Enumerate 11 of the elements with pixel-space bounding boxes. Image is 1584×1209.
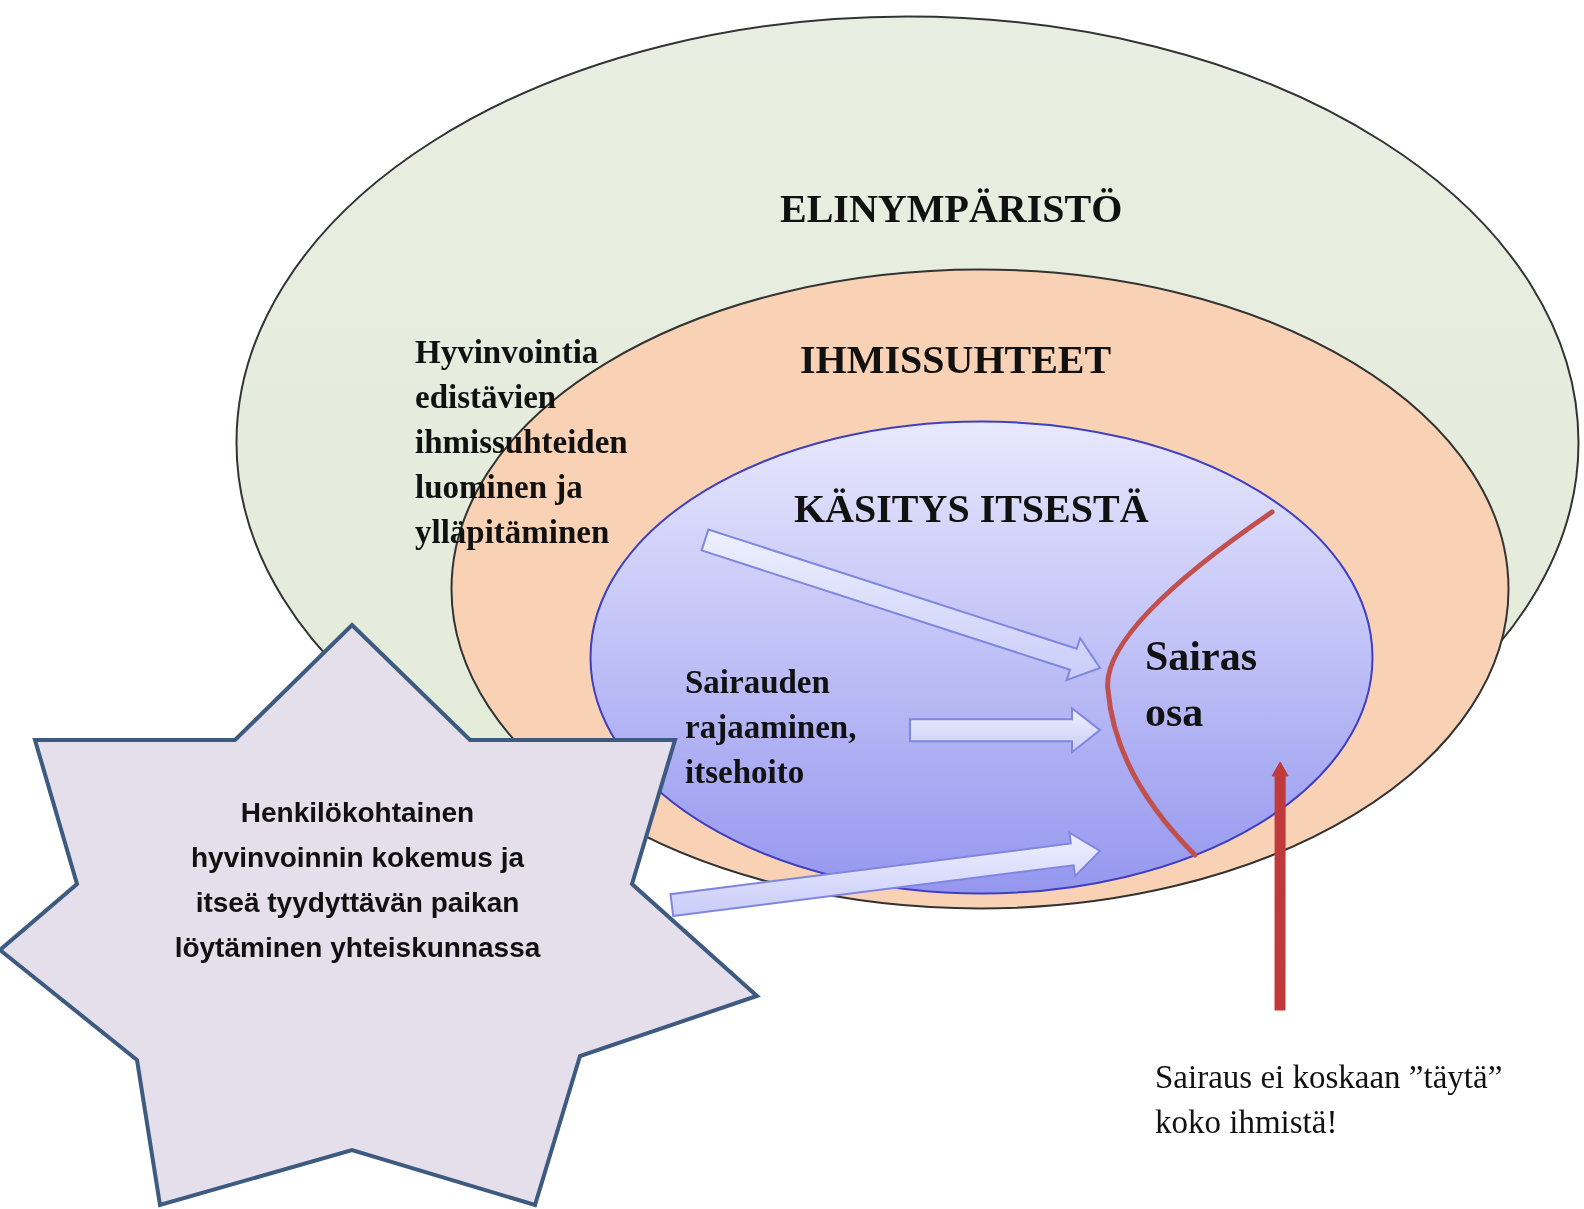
block-arrow <box>700 528 1102 682</box>
note-text: Sairauden rajaaminen, itsehoito <box>685 663 858 792</box>
note-text: Sairaus ei koskaan ”täytä” koko ihmistä! <box>1155 1058 1504 1142</box>
block-arrow <box>669 830 1102 918</box>
region-label: Sairas osa <box>1145 632 1258 737</box>
ellipse-heading: KÄSITYS ITSESTÄ <box>794 485 1150 533</box>
block-arrow <box>1271 761 1289 1011</box>
ellipse-heading: IHMISSUHTEET <box>800 336 1113 384</box>
block-arrow <box>909 706 1102 755</box>
star-text: Henkilökohtainen hyvinvoinnin kokemus ja itseä tyydyttävän paikan löytäminen yhteiskunnassa <box>173 796 542 965</box>
ellipse-heading: ELINYMPÄRISTÖ <box>780 185 1124 233</box>
